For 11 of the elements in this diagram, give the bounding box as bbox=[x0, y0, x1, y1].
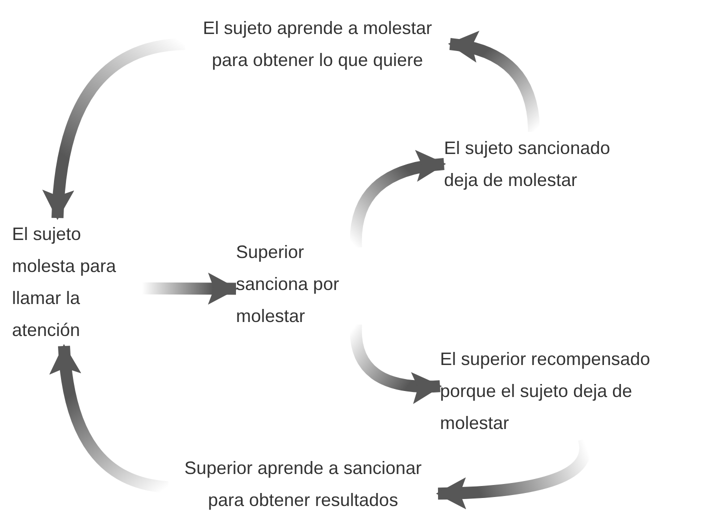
curved-arrow bbox=[448, 32, 540, 132]
curved-arrow bbox=[50, 344, 169, 494]
node-text: El sujeto aprende a molestar para obtener lo que quiere bbox=[202, 17, 434, 72]
curved-arrow bbox=[142, 272, 238, 305]
node-text: Superior sanciona por molestar bbox=[236, 241, 340, 328]
node-text: El sujeto sancionado deja de molestar bbox=[444, 137, 612, 192]
node-text: El sujeto molesta para llamar la atención bbox=[12, 223, 118, 342]
node-text: Superior aprende a sancionar para obtener resultados bbox=[183, 457, 423, 512]
curved-arrow bbox=[43, 38, 186, 220]
curved-arrow bbox=[350, 150, 446, 248]
node-text: El superior recompensado porque el sujeto deja de molestar bbox=[440, 348, 652, 435]
